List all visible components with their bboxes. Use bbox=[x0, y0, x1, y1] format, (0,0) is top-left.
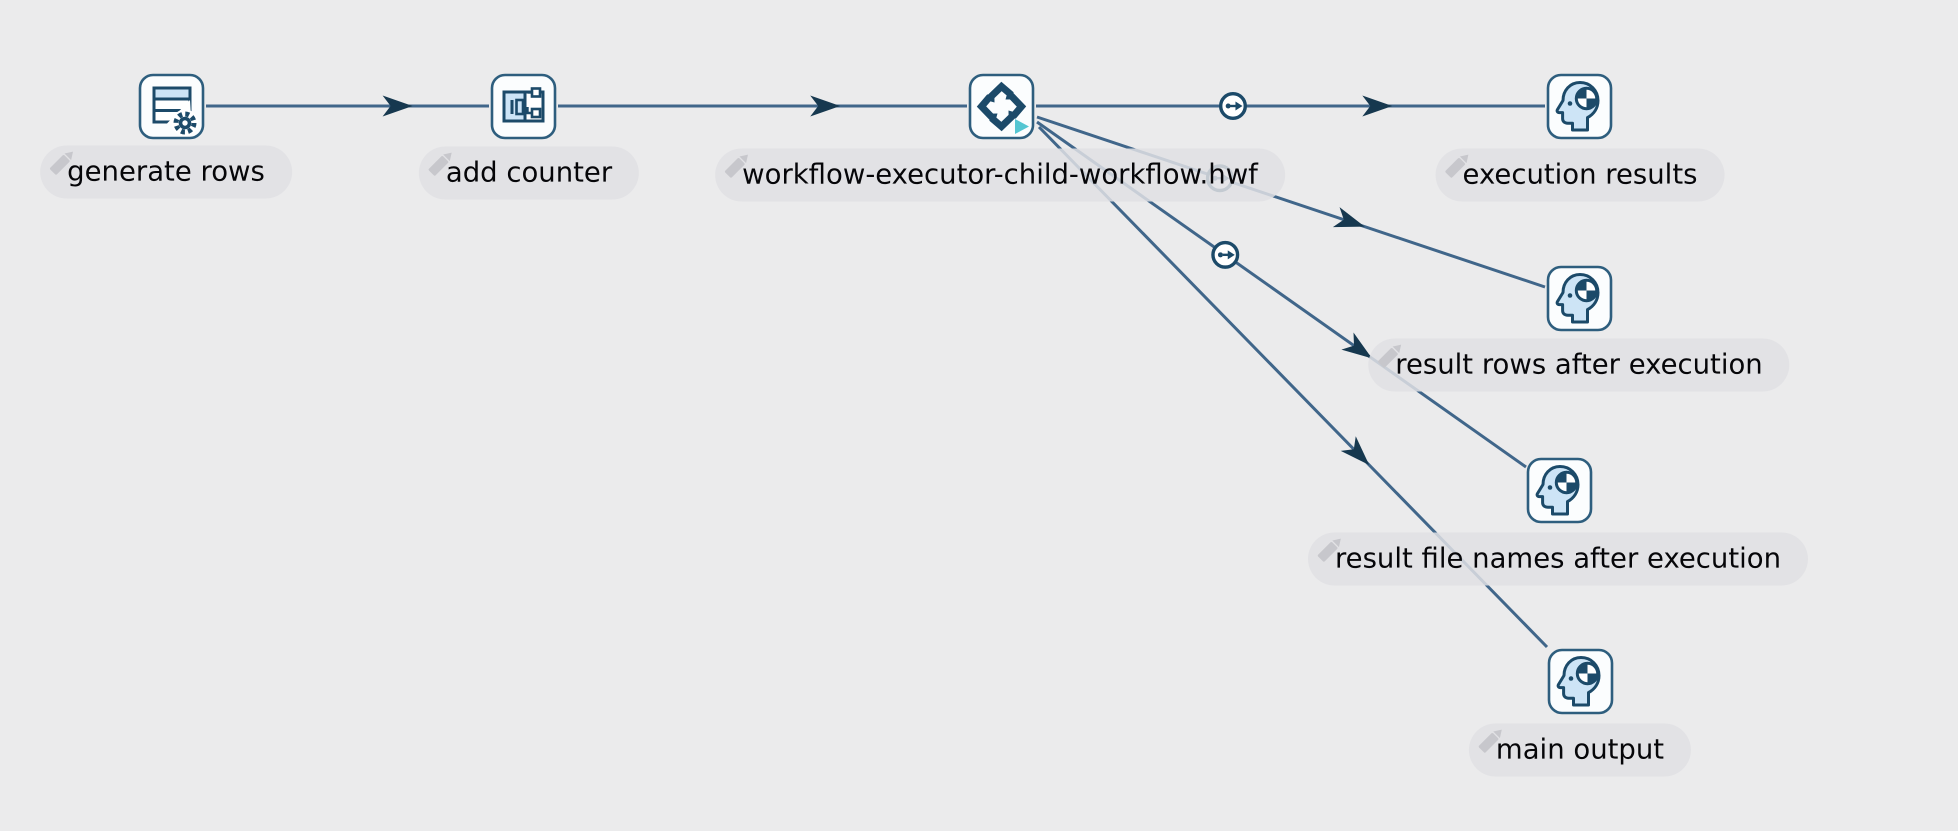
hop-arrowhead-icon bbox=[382, 95, 413, 117]
node-label-text: generate rows bbox=[67, 155, 265, 188]
hop-info-circle-arrow-icon[interactable] bbox=[1218, 91, 1247, 121]
edit-pencil-icon[interactable] bbox=[421, 144, 461, 184]
hop-arrowhead-icon bbox=[810, 95, 841, 117]
node-label-text: result rows after execution bbox=[1395, 348, 1763, 381]
node-label-workflow-executor[interactable]: workflow-executor-child-workflow.hwf bbox=[715, 146, 1285, 202]
hop-workflow-executor-to-execution-results[interactable] bbox=[1036, 95, 1545, 117]
node-icon-main-output[interactable] bbox=[1547, 648, 1614, 715]
table-gear-icon bbox=[138, 73, 204, 139]
node-label-main-output[interactable]: main output bbox=[1468, 721, 1692, 777]
node-label-text: execution results bbox=[1462, 158, 1698, 191]
hop-add-counter-to-workflow-executor[interactable] bbox=[558, 95, 967, 117]
hop-arrowhead-icon bbox=[1340, 436, 1370, 465]
node-label-execution-results[interactable]: execution results bbox=[1435, 146, 1725, 202]
edit-pencil-icon[interactable] bbox=[1438, 146, 1478, 186]
node-label-text: result file names after execution bbox=[1334, 542, 1782, 575]
hop-arrowhead-icon bbox=[1341, 332, 1372, 359]
head-results-icon bbox=[1546, 265, 1612, 331]
node-label-text: workflow-executor-child-workflow.hwf bbox=[742, 158, 1258, 191]
workflow-executor-icon bbox=[968, 73, 1034, 139]
counter-icon bbox=[490, 73, 556, 139]
head-results-icon bbox=[1546, 73, 1612, 139]
node-icon-workflow-executor[interactable] bbox=[968, 73, 1035, 140]
hop-generate-rows-to-add-counter[interactable] bbox=[206, 95, 489, 117]
hop-info-circle-arrow-icon[interactable] bbox=[1211, 240, 1240, 269]
node-label-generate-rows[interactable]: generate rows bbox=[40, 143, 292, 199]
node-icon-execution-results[interactable] bbox=[1546, 73, 1613, 140]
node-label-add-counter[interactable]: add counter bbox=[418, 144, 640, 200]
edit-pencil-icon[interactable] bbox=[1310, 530, 1350, 570]
node-label-text: add counter bbox=[445, 156, 613, 189]
node-icon-result-rows[interactable] bbox=[1546, 265, 1613, 332]
hop-arrowhead-icon bbox=[1362, 95, 1393, 117]
edit-pencil-icon[interactable] bbox=[1471, 721, 1511, 761]
head-results-icon bbox=[1547, 648, 1613, 714]
node-label-text: main output bbox=[1495, 733, 1665, 766]
hop-workflow-executor-to-result-rows[interactable] bbox=[1036, 115, 1546, 289]
edit-pencil-icon[interactable] bbox=[1370, 336, 1410, 376]
head-results-icon bbox=[1526, 457, 1592, 523]
edit-pencil-icon[interactable] bbox=[42, 143, 82, 183]
node-label-result-rows[interactable]: result rows after execution bbox=[1368, 336, 1790, 392]
node-icon-add-counter[interactable] bbox=[490, 73, 557, 140]
node-icon-generate-rows[interactable] bbox=[138, 73, 205, 140]
hop-arrowhead-icon bbox=[1332, 207, 1365, 228]
node-label-result-file-names[interactable]: result file names after execution bbox=[1307, 530, 1809, 586]
edit-pencil-icon[interactable] bbox=[717, 146, 757, 186]
node-icon-result-file-names[interactable] bbox=[1526, 457, 1593, 524]
